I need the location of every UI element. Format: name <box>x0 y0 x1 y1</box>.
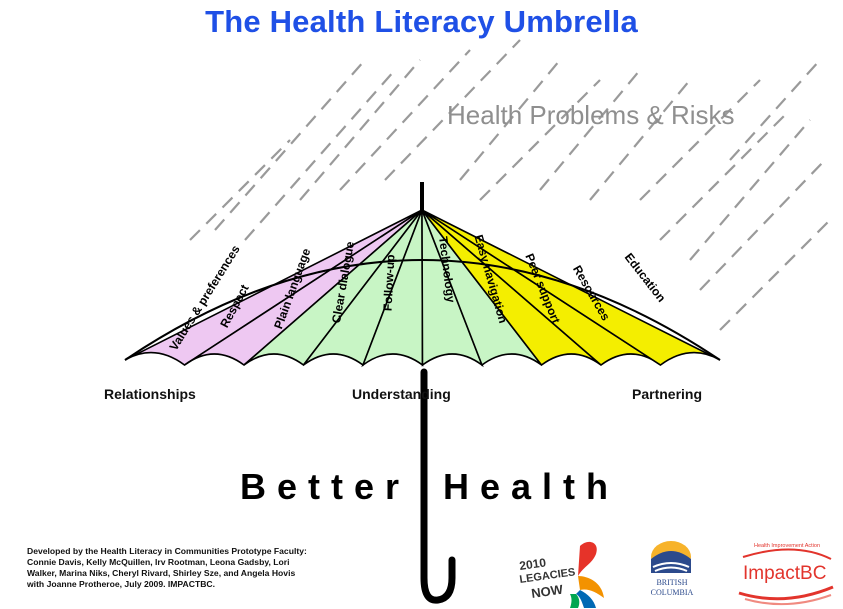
umbrella-outline <box>124 259 721 361</box>
rain-line <box>299 59 421 201</box>
rain-line <box>189 139 291 241</box>
legacies-logo-text: 2010 <box>518 555 547 573</box>
umbrella-panel <box>243 209 423 367</box>
legacies-now-logo: 2010 LEGACIES NOW <box>518 541 604 608</box>
credit-line: Connie Davis, Kelly McQuillen, Irv Rootm… <box>27 557 290 567</box>
credits-text: Developed by the Health Literacy in Comm… <box>27 546 407 590</box>
rain-line <box>244 69 396 241</box>
rain-line <box>699 159 826 291</box>
rain-line <box>589 79 691 201</box>
page-title: The Health Literacy Umbrella <box>205 4 638 39</box>
rain-line <box>539 69 641 191</box>
category-relationships: Relationships <box>104 386 196 402</box>
rain-line <box>689 119 811 261</box>
rain-line <box>639 79 761 201</box>
category-partnering: Partnering <box>632 386 703 402</box>
umbrella-handle <box>420 182 456 604</box>
bc-logo-text: COLUMBIA <box>651 588 694 597</box>
rain-line <box>459 59 561 181</box>
credit-line: Developed by the Health Literacy in Comm… <box>27 546 307 556</box>
health-problems-risks-label: Health Problems & Risks <box>447 100 735 130</box>
credit-line: with Joanne Protheroe, July 2009. IMPACT… <box>27 579 215 589</box>
umbrella-canopy <box>124 209 721 368</box>
umbrella-panel-label: Follow-up <box>381 254 398 311</box>
legacies-logo-text: NOW <box>530 582 564 601</box>
category-understanding: Understanding <box>352 386 451 402</box>
impact-logo-subtitle: Health Improvement Action <box>754 543 820 549</box>
bc-logo-text: BRITISH <box>656 578 687 587</box>
rain-line <box>719 219 831 331</box>
better-label: Better <box>240 466 411 507</box>
umbrella-shaft <box>420 368 456 604</box>
rain-line <box>659 109 791 241</box>
british-columbia-logo: BRITISH COLUMBIA <box>651 541 694 597</box>
rain-line <box>479 79 601 201</box>
umbrella-panel <box>302 209 423 367</box>
credit-line: Walker, Marina Niks, Cheryl Rivard, Shir… <box>27 568 296 578</box>
impact-logo-text: ImpactBC <box>743 563 826 584</box>
rain-line <box>339 49 471 191</box>
umbrella-panel-label: Education <box>622 250 669 304</box>
umbrella-panel <box>361 209 424 368</box>
rain-line <box>214 59 366 231</box>
umbrella-panel <box>184 209 423 367</box>
health-label: Health <box>443 466 620 507</box>
rain-line <box>384 39 521 181</box>
impactbc-logo: Health Improvement Action ImpactBC <box>738 543 834 606</box>
